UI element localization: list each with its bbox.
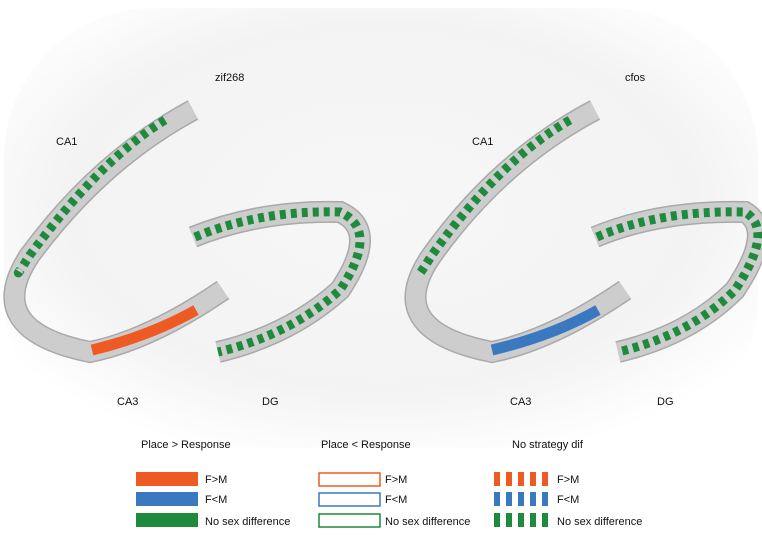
ca1-green-dashes <box>415 116 573 278</box>
ca1-label: CA1 <box>472 136 493 148</box>
legend-item-label: No sex difference <box>385 516 470 528</box>
legend-swatch-outline-green <box>318 513 381 528</box>
ca1-label: CA1 <box>56 136 77 148</box>
dg-green-dashes <box>193 207 365 357</box>
legend-item-label: F>M <box>557 474 579 486</box>
ca3-red-bar <box>90 305 199 356</box>
legend-header: No strategy dif <box>512 439 584 451</box>
gene-label: cfos <box>625 72 646 84</box>
legend-swatch-solid-red <box>136 472 198 486</box>
legend-item-label: No sex difference <box>557 516 642 528</box>
legend-item-label: F<M <box>205 494 227 506</box>
gene-label: zif268 <box>215 72 244 84</box>
legend-header: Place > Response <box>141 439 231 451</box>
legend-swatch-solid-blue <box>136 492 198 506</box>
legend-swatch-outline-blue <box>318 492 381 507</box>
legend-item-label: F<M <box>385 494 407 506</box>
dg-green-dashes <box>595 207 762 357</box>
ca3-blue-bar <box>490 305 601 356</box>
panel-cfos: cfos CA1 CA3 DG <box>404 72 762 408</box>
legend-swatch-solid-green <box>136 513 198 527</box>
ca1-green-dashes <box>13 116 168 278</box>
legend-item-label: F>M <box>205 474 227 486</box>
ca3-label: CA3 <box>510 396 531 408</box>
panel-zif268: zif268 CA1 CA3 DG <box>3 72 371 408</box>
legend-item-label: No sex difference <box>205 516 290 528</box>
legend-swatch-outline-red <box>318 472 381 487</box>
legend-item-label: F>M <box>385 474 407 486</box>
legend-item-label: F<M <box>557 494 579 506</box>
dg-label: DG <box>657 396 674 408</box>
legend: Place > Response F>M F<M No sex differen… <box>136 439 642 528</box>
dg-label: DG <box>262 396 279 408</box>
ca3-label: CA3 <box>117 396 138 408</box>
legend-header: Place < Response <box>321 439 411 451</box>
